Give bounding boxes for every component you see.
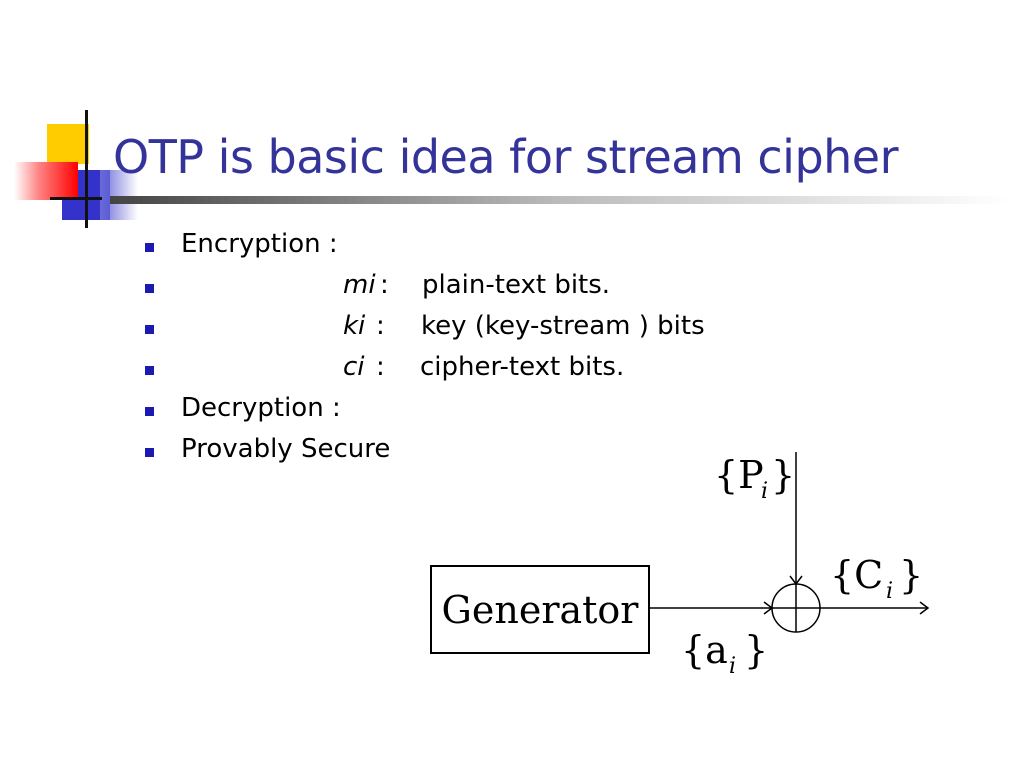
svg-text:{P: {P: [714, 453, 764, 497]
ciphertext-label: {C i }: [830, 553, 923, 604]
bullet-icon: [145, 243, 154, 252]
generator-box: [430, 565, 650, 654]
svg-text:{a: {a: [681, 628, 728, 672]
description: key (key-stream ) bits: [421, 311, 705, 341]
description: plain-text bits.: [422, 270, 611, 300]
bullet-icon: [145, 325, 154, 334]
plaintext-label: {P i }: [714, 453, 795, 504]
ciphertext-arrowhead: [919, 601, 930, 615]
separator: :: [376, 311, 385, 341]
logo-yellow-square: [47, 124, 89, 164]
bullet-mi: mi : plain-text bits.: [0, 270, 760, 306]
bullet-encryption: Encryption :: [0, 229, 760, 265]
plaintext-arrowhead: [789, 575, 803, 586]
slide-title: OTP is basic idea for stream cipher: [113, 130, 899, 184]
generator-label: Generator: [442, 588, 640, 632]
variable-ki: ki: [343, 311, 366, 341]
logo-vertical-line: [85, 110, 88, 228]
bullet-ki: ki : key (key-stream ) bits: [0, 311, 760, 347]
svg-text:}: }: [771, 453, 795, 497]
title-underline: [110, 196, 1010, 204]
separator: :: [376, 352, 385, 382]
logo-horizontal-line: [50, 197, 102, 200]
separator: :: [380, 270, 389, 300]
keystream-label: {a i }: [681, 628, 768, 679]
svg-text:i: i: [729, 654, 736, 679]
svg-text:{C: {C: [830, 553, 883, 597]
bullet-decryption: Decryption :: [0, 393, 760, 429]
bullet-icon: [145, 366, 154, 375]
bullet-icon: [145, 448, 154, 457]
svg-text:i: i: [761, 479, 768, 504]
svg-text:i: i: [886, 579, 893, 604]
logo-blue-fade: [100, 170, 138, 220]
bullet-provably-secure: Provably Secure: [0, 434, 424, 470]
variable-mi: mi: [343, 270, 376, 300]
bullet-ci: ci : cipher-text bits.: [0, 352, 760, 388]
description: cipher-text bits.: [420, 352, 625, 382]
bullet-text: Decryption :: [181, 393, 341, 423]
logo-red-square: [14, 162, 78, 200]
xor-icon: [771, 583, 821, 633]
variable-ci: ci: [343, 352, 365, 382]
bullet-icon: [145, 284, 154, 293]
bullet-icon: [145, 407, 154, 416]
svg-text:}: }: [899, 553, 923, 597]
svg-text:}: }: [744, 628, 768, 672]
bullet-text: Encryption :: [181, 229, 338, 259]
bullet-text: Provably Secure: [181, 434, 391, 464]
